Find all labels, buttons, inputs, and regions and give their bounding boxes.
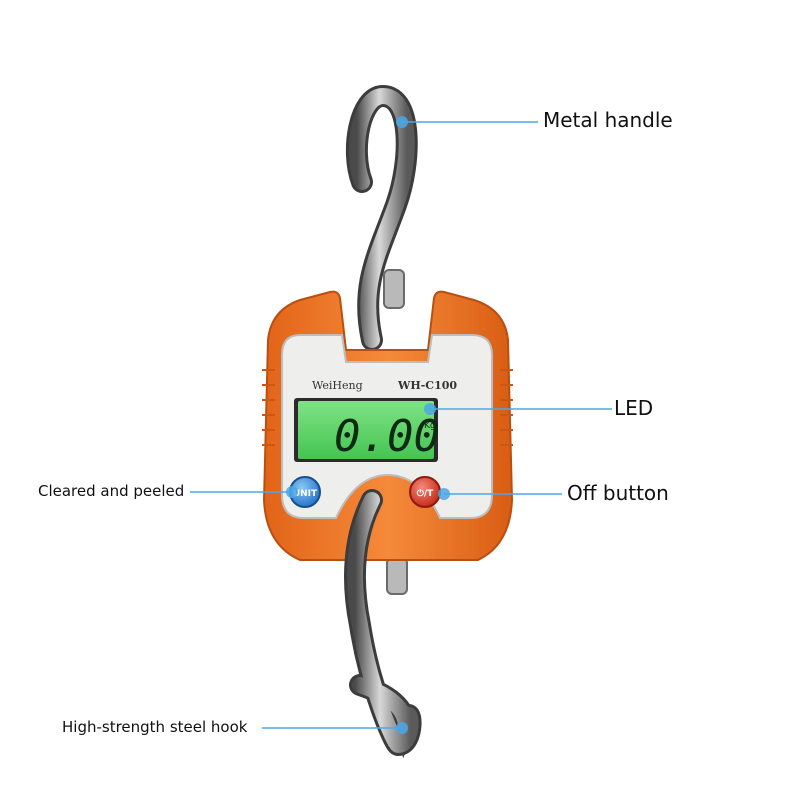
power-button-label: ⏻/T: [417, 488, 434, 499]
model-label: WH-C100: [397, 379, 457, 392]
callout-dots: [286, 116, 450, 734]
power-tare-button[interactable]: ⏻/T: [409, 476, 441, 508]
callout-steel-hook: High-strength steel hook: [62, 718, 248, 736]
callout-led: LED: [614, 396, 654, 420]
brand-label: WeiHeng: [312, 379, 363, 392]
callout-cleared-and-peeled: Cleared and peeled: [38, 482, 185, 500]
unit-button-label: UNIT: [293, 489, 318, 499]
metal-handle: [345, 84, 418, 351]
lcd-unit: Kg: [424, 421, 436, 431]
callout-off-button: Off button: [567, 481, 669, 505]
lcd-reading: 0.00: [334, 411, 440, 462]
callout-lines: [190, 121, 612, 729]
bottom-pin: [386, 557, 408, 595]
steel-hook: [344, 489, 422, 759]
lcd-screen: [298, 401, 434, 459]
callout-metal-handle: Metal handle: [543, 108, 673, 132]
top-pin: [383, 269, 405, 309]
